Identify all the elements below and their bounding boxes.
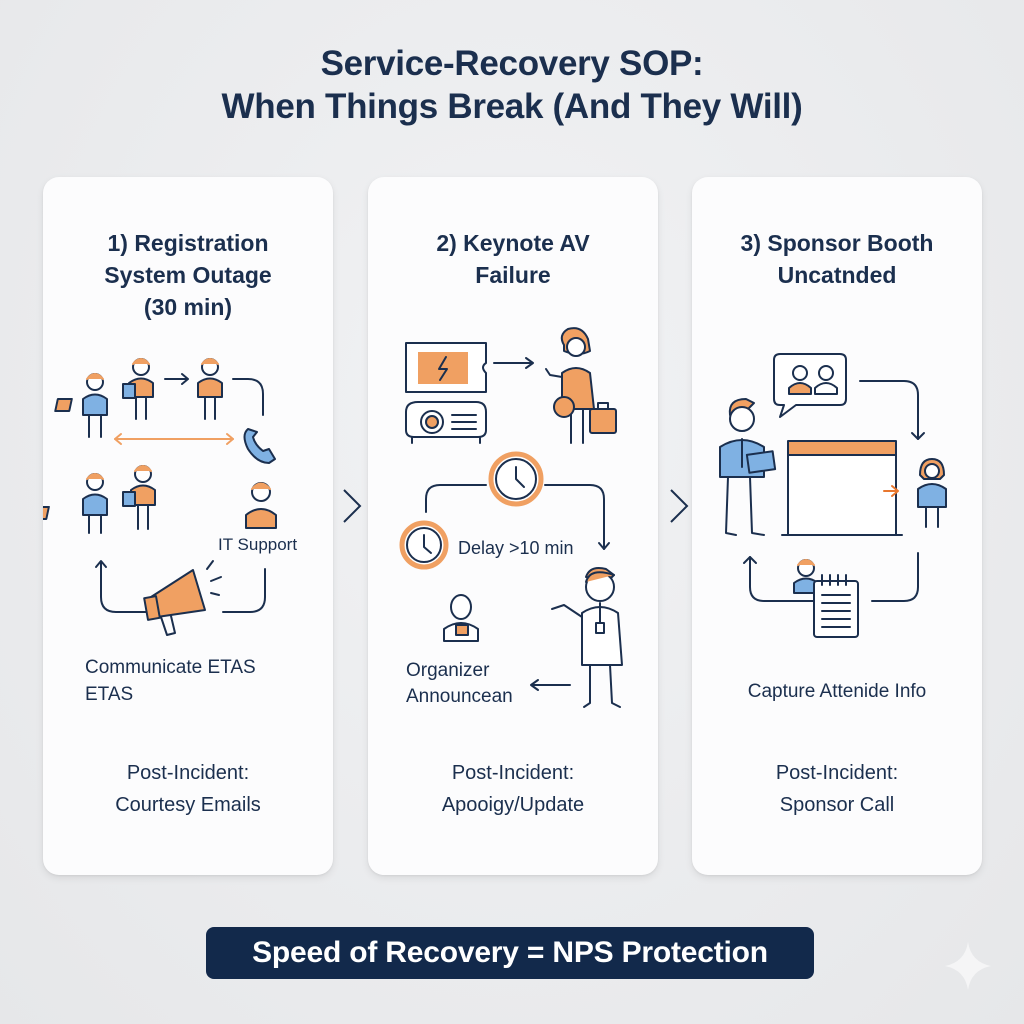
page-title: Service-Recovery SOP: When Things Break … [0, 42, 1024, 128]
staff-with-tablet-icon [122, 465, 156, 530]
clock-icon [488, 451, 544, 507]
organizer-label-line-2: Announcean [406, 686, 513, 707]
card-title: 1) Registration System Outage (30 min) [43, 227, 333, 323]
sparkle-icon [945, 942, 991, 990]
card-title-line: 2) Keynote AV [436, 230, 590, 256]
it-support-label: IT Support [218, 535, 298, 554]
post-incident: Post-Incident: Sponsor Call [692, 757, 982, 821]
chevron-right-icon [670, 489, 689, 523]
broken-screen-icon [405, 342, 487, 393]
card-registration-outage: 1) Registration System Outage (30 min) [43, 177, 333, 875]
title-line-1: Service-Recovery SOP: [320, 44, 704, 83]
card-sponsor-booth: 3) Sponsor Booth Uncatnded [692, 177, 982, 875]
staff-with-laptop-icon [43, 473, 108, 534]
megaphone-icon [143, 560, 222, 636]
delay-label: Delay >10 min [458, 538, 574, 558]
card-title-line: 3) Sponsor Booth [740, 230, 934, 256]
card-title-line: Failure [475, 262, 551, 288]
card-title-line: (30 min) [143, 294, 233, 320]
action-label-line-1: Communicate ETAS [85, 657, 256, 678]
notepad-icon [793, 559, 859, 638]
staff-with-laptop-icon [54, 373, 108, 438]
projector-icon [405, 401, 487, 444]
post-incident: Post-Incident: Apooigy/Update [368, 757, 658, 821]
card-title: 2) Keynote AV Failure [368, 227, 658, 291]
post-incident-action: Apooigy/Update [441, 794, 585, 816]
chevron-right-icon [343, 489, 362, 523]
attendee-icon [917, 458, 947, 528]
clock-icon [399, 520, 449, 570]
action-label: Capture Attenide Info [747, 681, 927, 702]
post-incident-action: Sponsor Call [779, 794, 895, 816]
booth-icon [781, 440, 903, 536]
action-label-line-2: ETAS [85, 684, 134, 705]
post-incident: Post-Incident: Courtesy Emails [43, 757, 333, 821]
post-incident-action: Courtesy Emails [115, 794, 261, 816]
staff-icon [197, 358, 223, 420]
card-title-line: Uncatnded [777, 262, 897, 288]
post-incident-label: Post-Incident: [451, 762, 575, 784]
card-keynote-av-failure: 2) Keynote AV Failure [368, 177, 658, 875]
it-support-person-icon [245, 482, 277, 529]
card-title: 3) Sponsor Booth Uncatnded [692, 227, 982, 291]
card-title-line: System Outage [104, 262, 272, 288]
speech-bubble-people-icon [773, 353, 847, 418]
registration-outage-illustration [43, 358, 277, 636]
post-incident-label: Post-Incident: [126, 762, 250, 784]
technician-icon [545, 327, 617, 444]
organizer-icon [443, 594, 479, 642]
organizer-label-line-1: Organizer [406, 660, 490, 681]
card-title-line: 1) Registration [107, 230, 269, 256]
post-incident-label: Post-Incident: [775, 762, 899, 784]
phone-icon [243, 428, 276, 464]
staff-with-tablet-icon [719, 398, 777, 536]
keynote-av-illustration [399, 327, 623, 708]
presenter-icon [551, 567, 623, 708]
sponsor-booth-illustration [719, 353, 947, 638]
staff-with-tablet-icon [122, 358, 154, 420]
summary-banner: Speed of Recovery = NPS Protection [206, 927, 814, 979]
title-line-2: When Things Break (And They Will) [221, 87, 803, 126]
